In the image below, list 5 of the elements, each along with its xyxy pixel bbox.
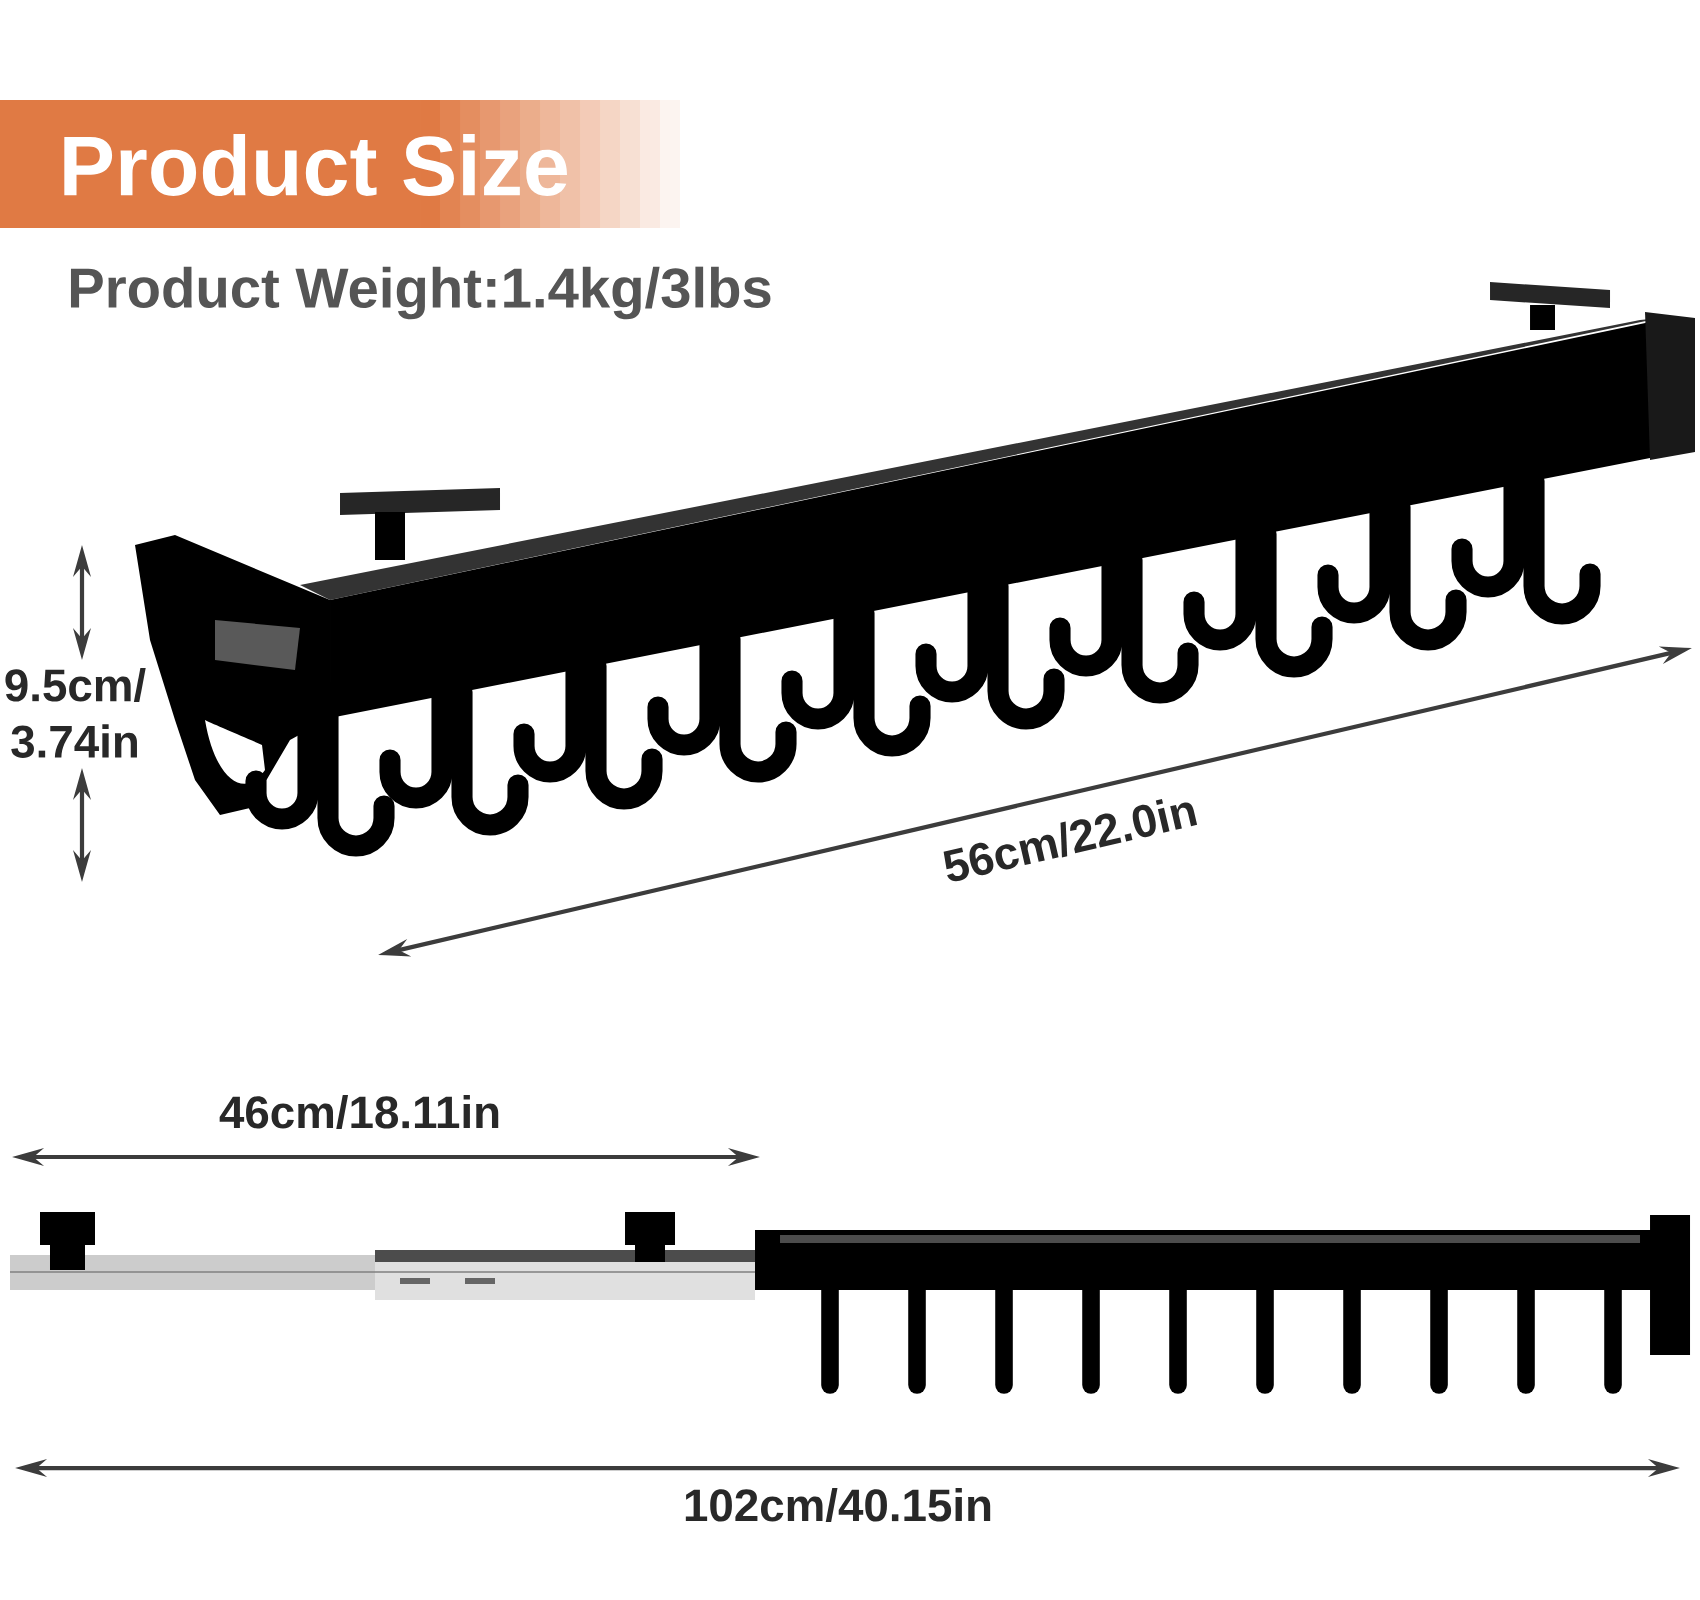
dimension-label: 9.5cm/ 3.74in (5, 668, 146, 758)
weight-note: Product Weight:1.4kg/3lbs (70, 266, 771, 320)
dimension-label: 102cm/40.15in (685, 1488, 991, 1523)
dimension-label: 46cm/18.11in (219, 1094, 499, 1130)
title-banner: Product Size (0, 100, 701, 228)
